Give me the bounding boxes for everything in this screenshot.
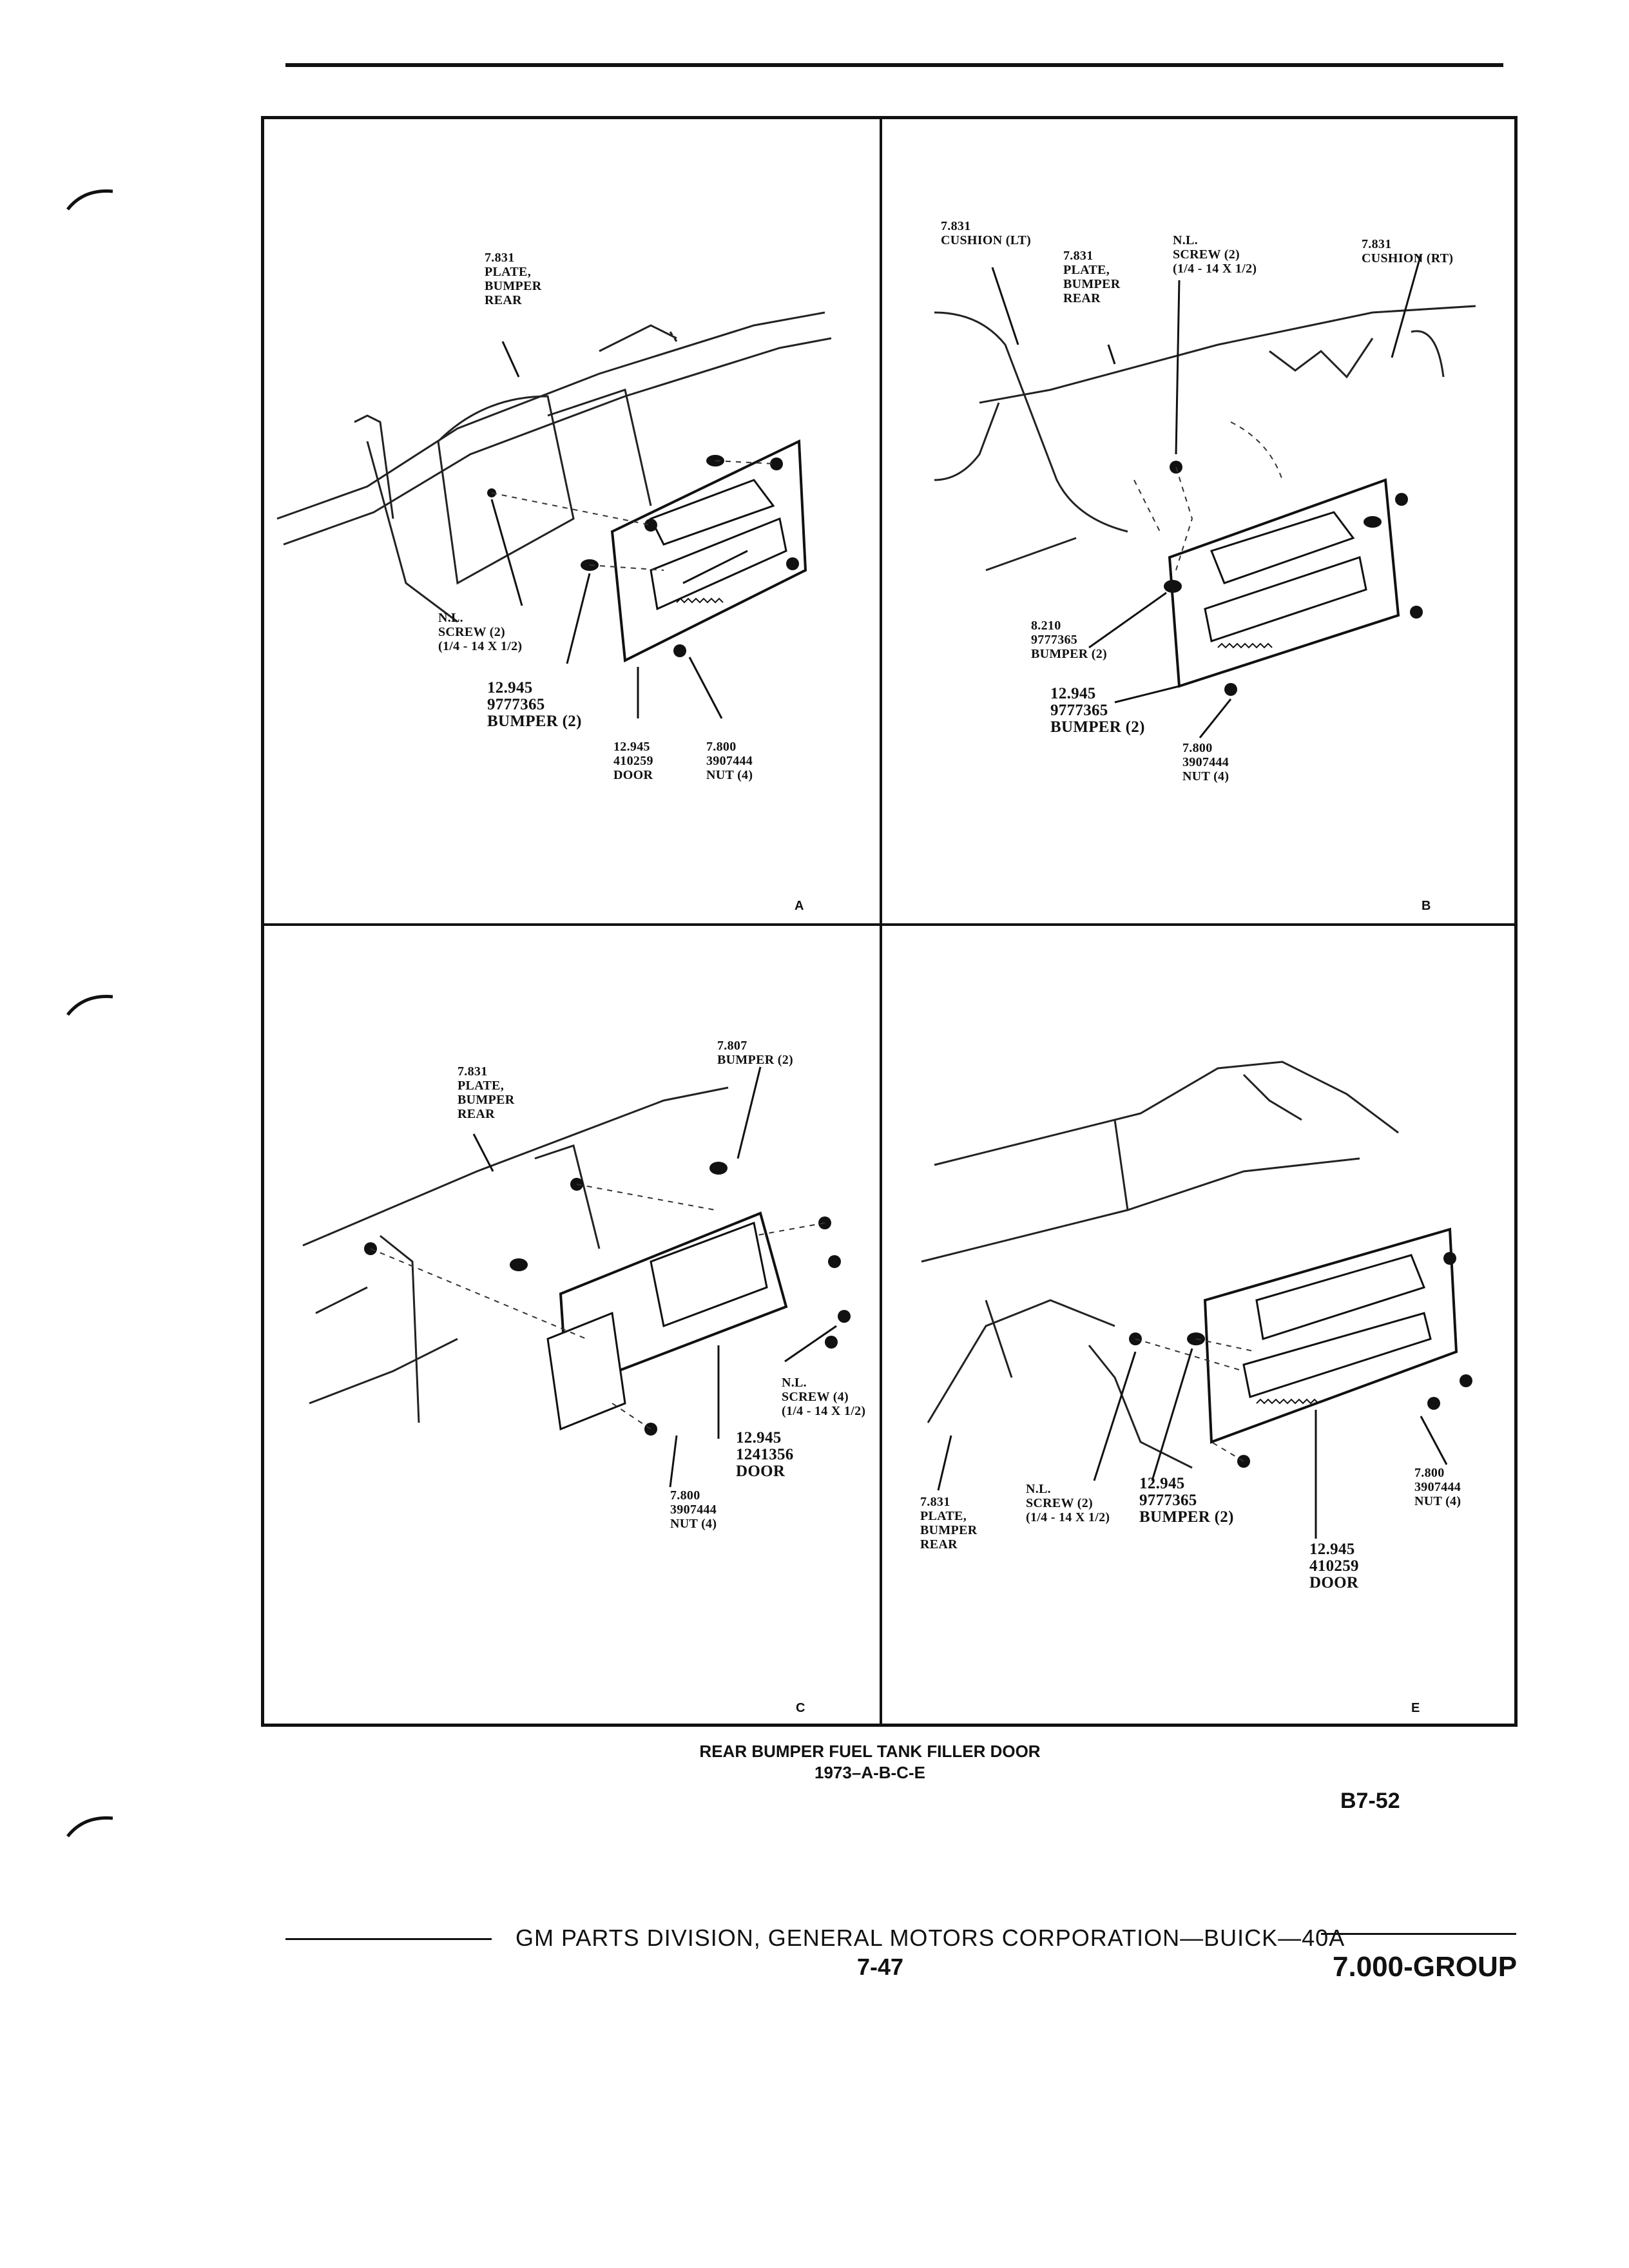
callout-nl-screw: N.L. SCREW (2) (1/4 - 14 x 1/2) xyxy=(1173,233,1257,276)
callout-nut: 7.800 3907444 NUT (4) xyxy=(1182,741,1229,783)
callout-nl-screw: N.L. SCREW (4) (1/4 - 14 x 1/2) xyxy=(782,1376,866,1418)
callout-bumper: 8.210 9777365 BUMPER (2) xyxy=(1031,619,1107,661)
callout-bumper: 7.807 BUMPER (2) xyxy=(717,1039,793,1067)
footer-group-label: 7.000-GROUP xyxy=(1333,1951,1518,1983)
callout-cushion-rt: 7.831 CUSHION (RT) xyxy=(1362,237,1454,265)
panel-divider-vertical xyxy=(880,116,882,1727)
panel-label-a: A xyxy=(795,899,804,913)
callout-door: 12.945 1241356 DOOR xyxy=(736,1429,794,1480)
callout-nl-screw: N.L. SCREW (2) (1/4 - 14 x 1/2) xyxy=(1026,1482,1110,1524)
callout-plate-bumper-rear: 7.831 PLATE, BUMPER REAR xyxy=(458,1064,515,1121)
panel-label-c: C xyxy=(796,1701,805,1715)
callout-plate-bumper-rear: 7.831 PLATE, BUMPER REAR xyxy=(920,1495,978,1552)
callout-plate-bumper-rear: 7.831 PLATE, BUMPER REAR xyxy=(1063,249,1121,305)
binder-hole-mark xyxy=(66,189,113,211)
panel-e-illustration xyxy=(921,1061,1472,1539)
binder-hole-mark xyxy=(66,995,113,1016)
callout-plate-bumper-rear: 7.831 PLATE, BUMPER REAR xyxy=(485,251,542,307)
callout-bumper: 12.945 9777365 BUMPER (2) xyxy=(1050,685,1145,736)
header-rule xyxy=(285,63,1503,67)
page-code: B7-52 xyxy=(1340,1789,1400,1813)
panel-c-illustration xyxy=(302,1066,851,1488)
callout-door: 12.945 410259 DOOR xyxy=(613,740,653,782)
footer-rule-left xyxy=(285,1938,492,1940)
callout-nut: 7.800 3907444 NUT (4) xyxy=(670,1488,717,1531)
callout-nut: 7.800 3907444 NUT (4) xyxy=(1414,1466,1461,1508)
panel-label-b: B xyxy=(1422,899,1431,913)
callout-nut: 7.800 3907444 NUT (4) xyxy=(706,740,753,782)
figure-caption-title: REAR BUMPER FUEL TANK FILLER DOOR xyxy=(699,1742,1041,1761)
footer-publisher: GM PARTS DIVISION, GENERAL MOTORS CORPOR… xyxy=(516,1925,1345,1951)
panel-b-illustration xyxy=(934,254,1476,738)
figure-caption-years: 1973–A-B-C-E xyxy=(815,1763,925,1782)
callout-bumper: 12.945 9777365 BUMPER (2) xyxy=(487,679,582,730)
callout-door: 12.945 410259 DOOR xyxy=(1309,1541,1359,1591)
callout-nl-screw: N.L. SCREW (2) (1/4 - 14 x 1/2) xyxy=(438,611,523,653)
binder-hole-mark xyxy=(66,1816,113,1838)
callout-bumper: 12.945 9777365 BUMPER (2) xyxy=(1139,1475,1234,1526)
figure-frame xyxy=(261,116,1518,1727)
panel-a-illustration xyxy=(276,311,832,719)
footer-rule-right xyxy=(1321,1933,1516,1935)
panel-divider-horizontal xyxy=(261,923,1518,926)
footer-page-number: 7-47 xyxy=(857,1954,904,1980)
panel-label-e: E xyxy=(1411,1701,1420,1715)
callout-cushion-lt: 7.831 CUSHION (LT) xyxy=(941,219,1032,247)
